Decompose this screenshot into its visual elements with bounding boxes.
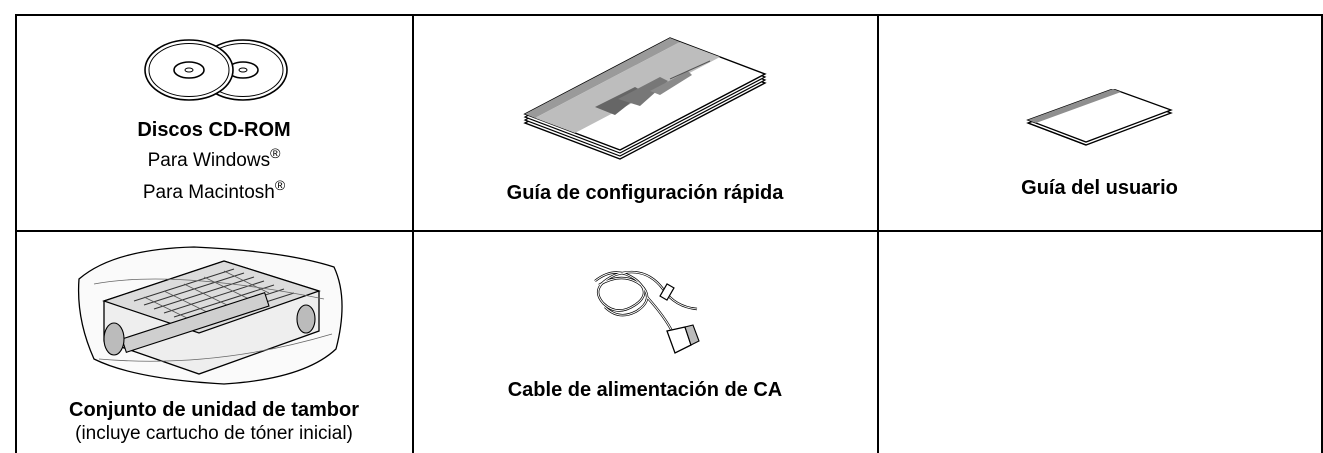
table-border-middle — [15, 230, 1323, 232]
empty-cell — [878, 231, 1321, 453]
cd-rom-cell: Discos CD-ROM Para Windows® Para Macinto… — [16, 15, 412, 230]
power-cord-icon — [575, 263, 715, 363]
user-guide-icon — [1025, 89, 1175, 149]
quick-setup-guide-cell: Guía de configuración rápida — [413, 15, 877, 230]
quick-setup-guide-icon — [520, 31, 770, 166]
quick-setup-guide-title: Guía de configuración rápida — [506, 182, 784, 204]
registered-mark: ® — [270, 145, 281, 161]
power-cord-title: Cable de alimentación de CA — [507, 379, 783, 401]
cd-rom-icon — [139, 37, 289, 103]
table-border-left — [15, 14, 17, 453]
registered-mark: ® — [274, 177, 286, 193]
windows-label: Para Windows — [147, 150, 271, 171]
table-divider-2 — [877, 14, 879, 453]
cd-rom-windows-line: Para Windows® — [147, 145, 281, 174]
macintosh-label: Para Macintosh — [142, 182, 275, 203]
table-border-right — [1321, 14, 1323, 453]
power-cord-cell: Cable de alimentación de CA — [413, 231, 877, 453]
user-guide-title: Guía del usuario — [1021, 177, 1178, 199]
drum-unit-icon — [74, 239, 354, 389]
table-divider-1 — [412, 14, 414, 453]
table-border-top — [15, 14, 1323, 16]
cd-rom-macintosh-line: Para Macintosh® — [142, 177, 286, 206]
drum-unit-cell: Conjunto de unidad de tambor (incluye ca… — [16, 231, 412, 453]
cd-rom-title: Discos CD-ROM — [137, 119, 291, 141]
user-guide-cell: Guía del usuario — [878, 15, 1321, 230]
drum-unit-title: Conjunto de unidad de tambor — [69, 399, 359, 421]
drum-unit-subtitle: (incluye cartucho de tóner inicial) — [75, 423, 353, 444]
